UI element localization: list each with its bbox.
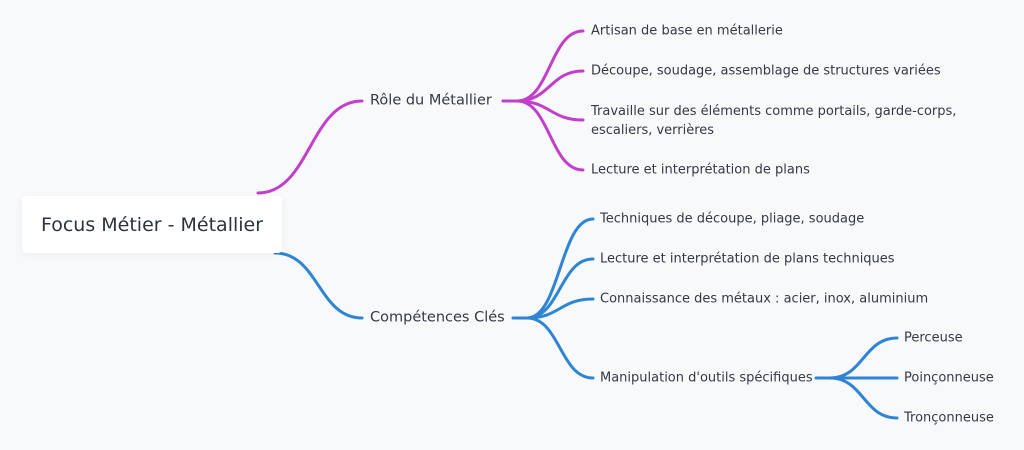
link-tool-item-1: [828, 336, 899, 380]
competence-item-3[interactable]: Connaissance des métaux : acier, inox, a…: [600, 291, 929, 307]
competence-item-4[interactable]: Manipulation d'outils spécifiques: [600, 370, 813, 386]
link-role-item-4: [515, 99, 585, 172]
link-competence-item-4: [525, 316, 595, 380]
role-item-1[interactable]: Artisan de base en métallerie: [591, 23, 783, 39]
link-role-item-2: [515, 69, 585, 103]
competence-item-1[interactable]: Techniques de découpe, pliage, soudage: [600, 211, 865, 227]
tool-item-1[interactable]: Perceuse: [904, 330, 963, 346]
root-label: Focus Métier - Métallier: [40, 213, 264, 236]
link-root-competences: [273, 251, 364, 320]
branch-role[interactable]: Rôle du Métallier: [370, 92, 492, 109]
link-tool-item-3: [828, 376, 899, 420]
competence-item-2[interactable]: Lecture et interprétation de plans techn…: [600, 251, 895, 267]
role-item-4[interactable]: Lecture et interprétation de plans: [591, 162, 810, 178]
branch-competences[interactable]: Compétences Clés: [370, 309, 505, 326]
link-role-item-1: [515, 29, 585, 103]
tool-item-3[interactable]: Tronçonneuse: [904, 410, 994, 426]
link-competence-item-2: [525, 257, 595, 320]
link-root-role: [256, 99, 364, 195]
root-node[interactable]: Focus Métier - Métallier: [22, 196, 282, 253]
tool-item-2[interactable]: Poinçonneuse: [904, 370, 994, 386]
link-competence-item-3: [525, 297, 595, 320]
role-item-3[interactable]: Travaille sur des éléments comme portail…: [591, 104, 957, 138]
link-competence-item-1: [525, 217, 595, 320]
role-item-2[interactable]: Découpe, soudage, assemblage de structur…: [591, 63, 941, 79]
